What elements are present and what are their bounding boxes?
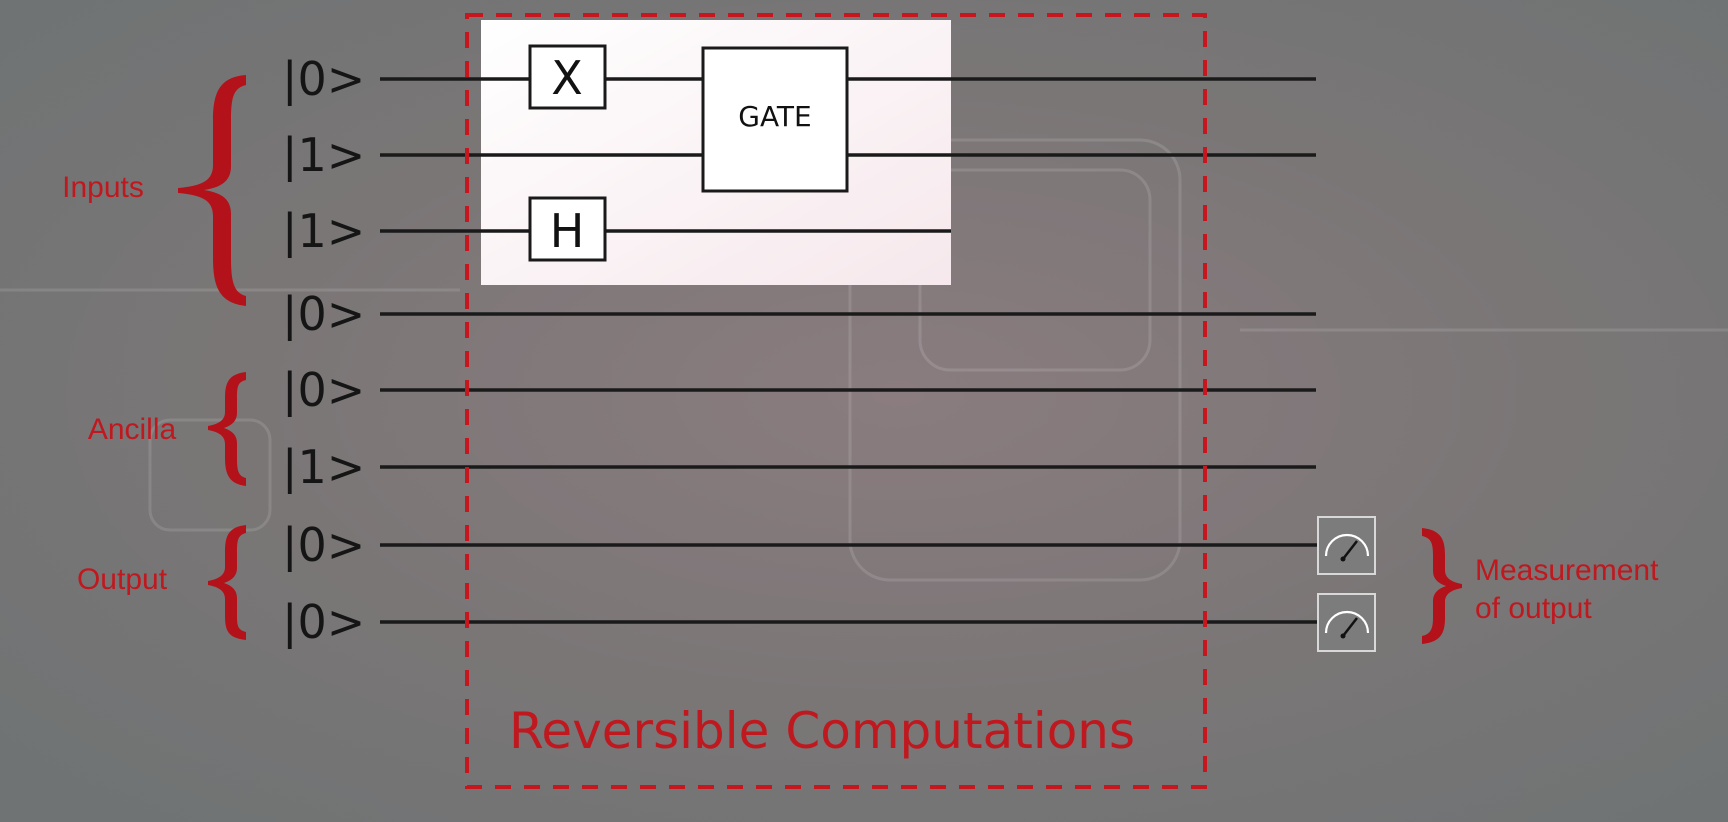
multi-qubit-gate: GATE <box>701 46 849 193</box>
ket-8: |0> <box>282 595 365 650</box>
measurement-brace <box>1422 528 1462 644</box>
ket-4: |0> <box>282 287 365 342</box>
inputs-label: Inputs <box>62 171 144 204</box>
measurement-meter-2 <box>1317 593 1376 652</box>
ancilla-label: Ancilla <box>88 413 177 446</box>
output-brace <box>208 525 246 640</box>
x-gate-label: X <box>551 51 583 105</box>
output-label: Output <box>77 563 168 596</box>
qubit-states: |0> |1> |1> |0> |0> |1> |0> |0> <box>282 52 365 650</box>
h-gate-label: H <box>550 204 585 258</box>
inputs-brace <box>178 75 246 306</box>
measurement-meter-1 <box>1317 516 1376 575</box>
measurement-label-line2: of output <box>1475 592 1592 625</box>
h-gate: H <box>528 196 607 262</box>
ancilla-brace <box>208 372 246 486</box>
ket-5: |0> <box>282 363 365 418</box>
ket-1: |0> <box>282 52 365 107</box>
measurement-label-line1: Measurement <box>1475 554 1659 587</box>
ket-3: |1> <box>282 204 365 259</box>
x-gate: X <box>528 44 607 110</box>
ket-2: |1> <box>282 128 365 183</box>
ket-7: |0> <box>282 518 365 573</box>
ket-6: |1> <box>282 440 365 495</box>
region-label: Reversible Computations <box>509 702 1135 760</box>
gate-label: GATE <box>738 100 811 133</box>
